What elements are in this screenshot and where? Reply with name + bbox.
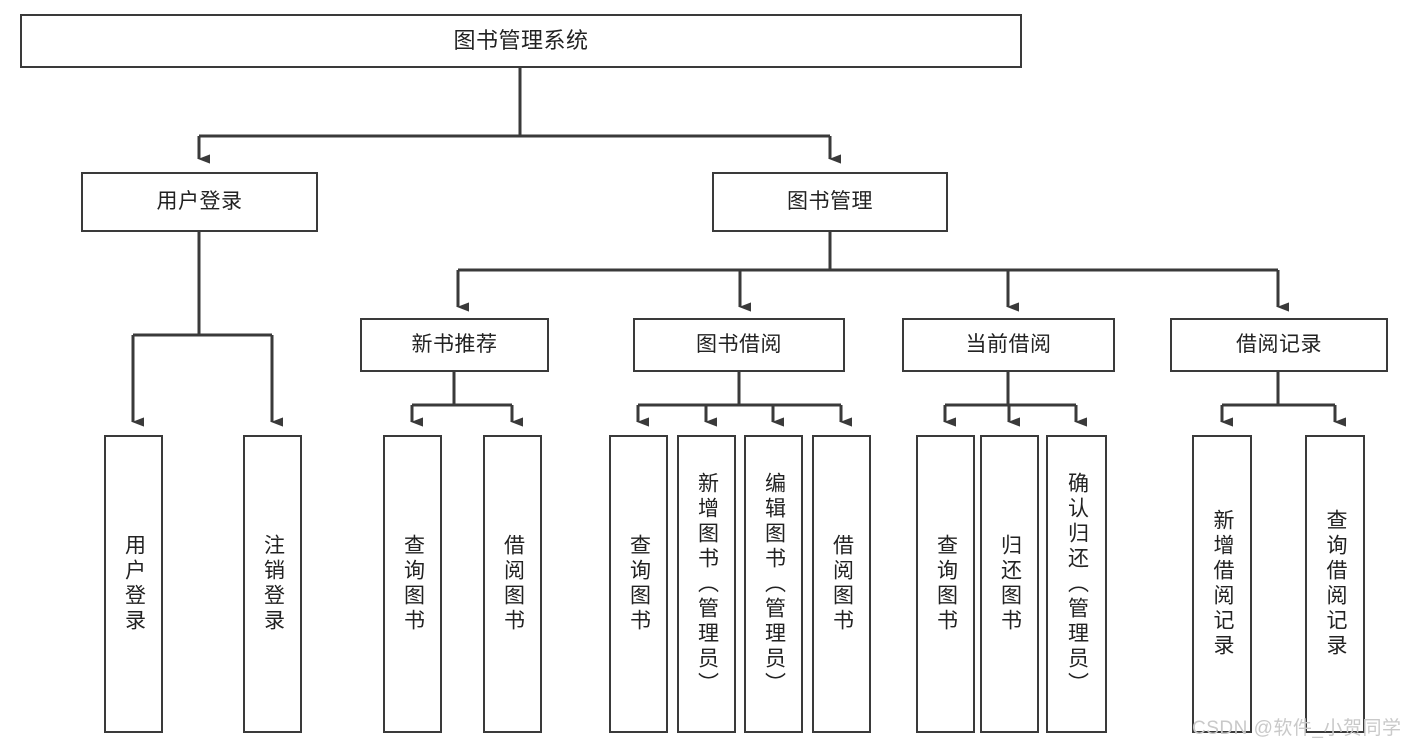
node-root-label: 图书管理系统 [453,27,589,53]
node-leaf-logout[interactable]: 注销登录 [243,435,302,733]
node-borrow-record-label: 借阅记录 [1236,333,1322,357]
node-leaf-query-book-2-label: 查询图书 [627,534,651,634]
node-root[interactable]: 图书管理系统 [20,14,1022,68]
node-new-book-rec[interactable]: 新书推荐 [360,318,549,372]
node-borrow-record[interactable]: 借阅记录 [1170,318,1388,372]
node-leaf-confirm-return-label: 确认归还（管理员） [1065,471,1089,697]
node-leaf-logout-label: 注销登录 [261,534,285,634]
node-leaf-borrow-book-2-label: 借阅图书 [830,534,854,634]
node-leaf-user-login[interactable]: 用户登录 [104,435,163,733]
node-leaf-add-record-label: 新增借阅记录 [1211,509,1235,659]
node-leaf-return-book[interactable]: 归还图书 [980,435,1039,733]
node-leaf-query-record-label: 查询借阅记录 [1324,509,1348,659]
node-leaf-borrow-book-2[interactable]: 借阅图书 [812,435,871,733]
node-book-borrow-label: 图书借阅 [696,333,782,357]
node-book-borrow[interactable]: 图书借阅 [633,318,845,372]
node-leaf-edit-book-label: 编辑图书（管理员） [762,471,786,697]
node-current-borrow[interactable]: 当前借阅 [902,318,1115,372]
node-leaf-query-book-1[interactable]: 查询图书 [383,435,442,733]
node-user-login[interactable]: 用户登录 [81,172,318,232]
node-leaf-return-book-label: 归还图书 [998,534,1022,634]
node-new-book-rec-label: 新书推荐 [411,333,498,357]
node-leaf-confirm-return[interactable]: 确认归还（管理员） [1046,435,1107,733]
node-leaf-query-book-2[interactable]: 查询图书 [609,435,668,733]
node-leaf-user-login-label: 用户登录 [122,534,146,634]
node-leaf-query-book-3-label: 查询图书 [934,534,958,634]
node-leaf-add-record[interactable]: 新增借阅记录 [1192,435,1252,733]
csdn-watermark: CSDN @软件_小贺同学 [1192,718,1402,739]
node-leaf-edit-book[interactable]: 编辑图书（管理员） [744,435,803,733]
node-user-login-label: 用户登录 [156,190,243,214]
node-current-borrow-label: 当前借阅 [965,333,1052,357]
node-leaf-borrow-book-1-label: 借阅图书 [501,534,525,634]
node-book-manage-label: 图书管理 [787,190,873,214]
node-leaf-add-book-label: 新增图书（管理员） [695,471,719,697]
node-leaf-query-book-3[interactable]: 查询图书 [916,435,975,733]
node-leaf-borrow-book-1[interactable]: 借阅图书 [483,435,542,733]
node-leaf-add-book[interactable]: 新增图书（管理员） [677,435,736,733]
node-leaf-query-book-1-label: 查询图书 [401,534,425,634]
node-leaf-query-record[interactable]: 查询借阅记录 [1305,435,1365,733]
node-book-manage[interactable]: 图书管理 [712,172,948,232]
